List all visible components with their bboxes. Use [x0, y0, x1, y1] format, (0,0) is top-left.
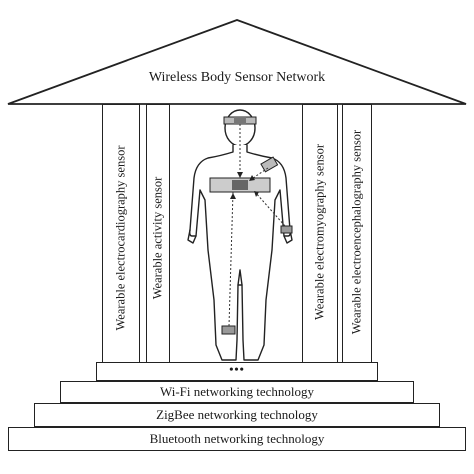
pillar-eeg [342, 104, 372, 364]
pillar-emg [302, 104, 338, 364]
step-top [96, 362, 378, 381]
step-zigbee-label: ZigBee networking technology [156, 407, 318, 422]
step-top-ellipsis: ••• [229, 362, 245, 376]
pillar-ecg [102, 104, 140, 364]
roof-title: Wireless Body Sensor Network [148, 70, 326, 85]
pillar-activity [146, 104, 170, 364]
step-wifi-label: Wi-Fi networking technology [159, 384, 314, 399]
step-zigbee [34, 403, 440, 427]
step-wifi [60, 381, 414, 403]
step-bluetooth-label: Bluetooth networking technology [149, 431, 325, 446]
step-bluetooth [8, 427, 466, 451]
